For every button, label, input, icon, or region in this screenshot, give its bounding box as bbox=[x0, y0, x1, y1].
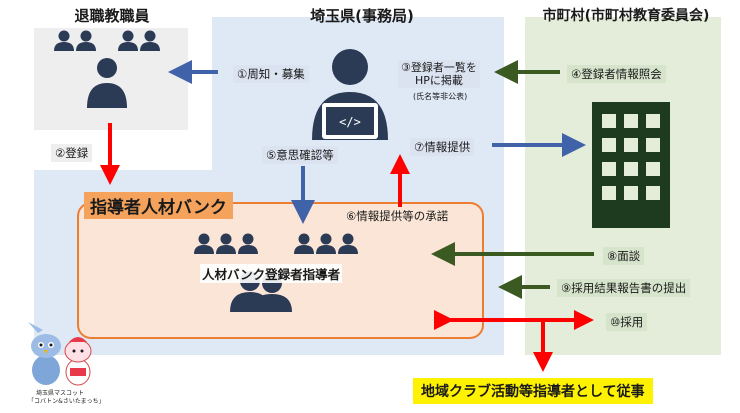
talent-bank-title: 指導者人材バンク bbox=[84, 192, 233, 219]
municipality-title: 市町村(市町村教育委員会) bbox=[542, 8, 710, 24]
step-3-line1: ③登録者一覧を bbox=[401, 61, 477, 74]
step-9-label: ⑨採用結果報告書の提出 bbox=[557, 279, 691, 297]
result-label: 地域クラブ活動等指導者として従事 bbox=[413, 378, 653, 404]
mascot-caption-line1: 埼玉県マスコット bbox=[36, 390, 85, 397]
step-5-label: ⑤意思確認等 bbox=[262, 146, 338, 164]
prefecture-staff-icon: </> bbox=[312, 49, 388, 140]
mascot-caption-line2: 「コバトン&さいたまっち」 bbox=[28, 398, 105, 405]
step-10-label: ⑩採用 bbox=[606, 313, 648, 331]
step-3-line2: HPに掲載 bbox=[414, 74, 463, 87]
prefecture-title: 埼玉県(事務局) bbox=[310, 7, 414, 25]
step-3-label: ③登録者一覧を HPに掲載 bbox=[398, 60, 480, 88]
step-6-label: ⑥情報提供等の承諾 bbox=[342, 207, 453, 225]
svg-text:</>: </> bbox=[339, 115, 361, 129]
step-1-label: ①周知・募集 bbox=[233, 65, 309, 83]
mascot-illustration bbox=[28, 322, 92, 386]
step-7-label: ⑦情報提供 bbox=[410, 138, 475, 156]
retired-staff-title: 退職教職員 bbox=[74, 7, 150, 25]
retired-staff-people-icon bbox=[54, 30, 160, 108]
municipality-building-icon bbox=[592, 102, 670, 228]
step-3-note: (氏名等非公表) bbox=[413, 92, 468, 101]
registrants-label: 人材バンク登録者指導者 bbox=[200, 264, 343, 283]
step-8-label: ⑧面談 bbox=[603, 247, 645, 265]
step-4-label: ④登録者情報照会 bbox=[567, 65, 666, 83]
step-2-label: ②登録 bbox=[51, 144, 93, 162]
